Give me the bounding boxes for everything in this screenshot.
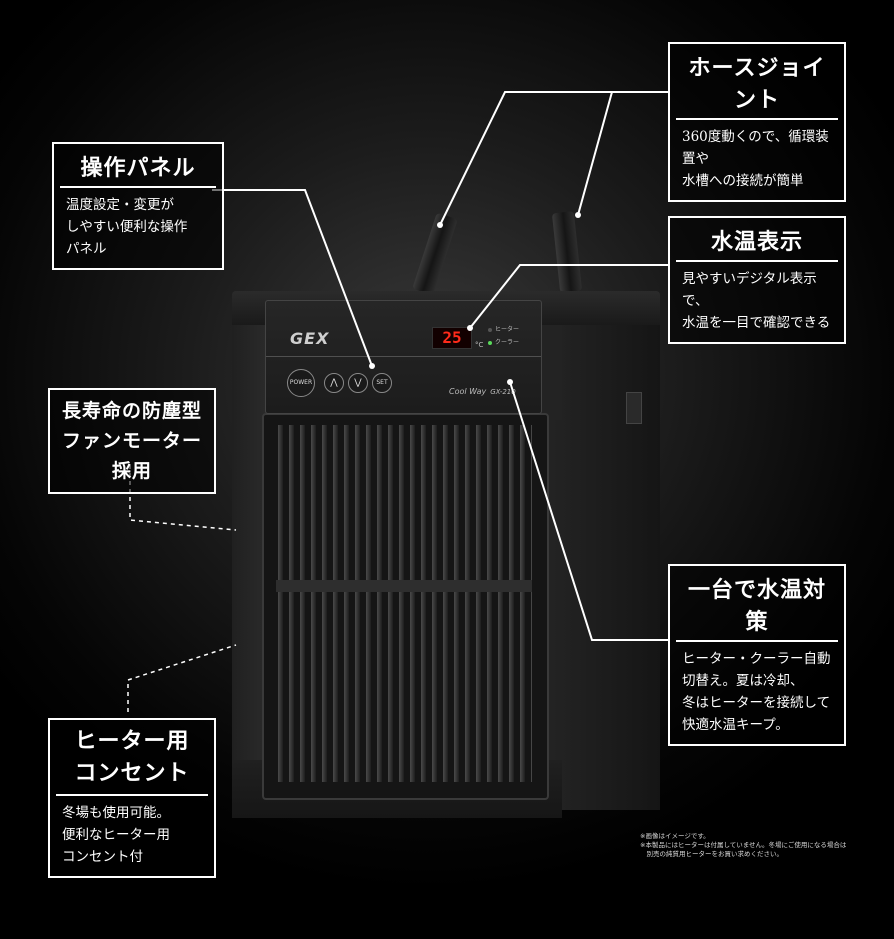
grille-slat	[289, 425, 294, 782]
model-number: GX-210	[490, 388, 516, 396]
grille-slat	[520, 425, 525, 782]
connector-all-in-one	[509, 381, 668, 641]
callout-heater-outlet-title: ヒーター用 コンセント	[56, 720, 208, 796]
grille-slat	[333, 425, 338, 782]
callout-fan-motor-title: 長寿命の防塵型 ファンモーター採用	[61, 400, 202, 482]
heater-outlet-socket	[626, 392, 642, 424]
grille-slat	[355, 425, 360, 782]
grille-slat	[377, 425, 382, 782]
grille-slat	[454, 425, 459, 782]
callout-hose-joint-desc: 360度動くので、循環装置や 水槽への接続が簡単	[682, 129, 829, 189]
heater-led-icon	[488, 327, 492, 332]
cooler-indicator-label: クーラー	[495, 339, 520, 346]
brand-logo: GEX	[290, 329, 330, 348]
dot-control-panel	[369, 363, 375, 369]
grille-slat	[487, 425, 492, 782]
grille-slat	[399, 425, 404, 782]
grille-crossbar	[276, 580, 532, 592]
callout-water-temp: 水温表示 見やすいデジタル表示で、 水温を一目で確認できる	[668, 216, 846, 344]
temperature-unit: °C	[475, 341, 484, 349]
grille-slat	[410, 425, 415, 782]
temp-down-button[interactable]: ⋁	[348, 373, 368, 393]
temp-up-button[interactable]: ⋀	[324, 373, 344, 393]
connector-heater-outlet	[127, 644, 237, 712]
callout-all-in-one-title: 一台で水温対策	[676, 566, 838, 642]
callout-water-temp-desc: 見やすいデジタル表示で、 水温を一目で確認できる	[682, 271, 831, 331]
grille-slat	[509, 425, 514, 782]
grille-slat	[421, 425, 426, 782]
callout-heater-outlet-desc: 冬場も使用可能。 便利なヒーター用 コンセント付	[62, 805, 170, 865]
heater-indicator-label: ヒーター	[495, 326, 520, 333]
grille-slat	[443, 425, 448, 782]
cooler-indicator: クーラー	[488, 337, 519, 346]
cooler-led-icon	[488, 340, 492, 345]
grille-slat	[498, 425, 503, 782]
dot-water-temp	[467, 325, 473, 331]
fan-grille	[276, 425, 532, 782]
footnote: ※画像はイメージです。 ※本製品にはヒーターは付属していません。冬場にご使用にな…	[640, 832, 847, 858]
temperature-display: 25	[432, 327, 472, 349]
connector-hose-left	[439, 91, 668, 226]
grille-slat	[531, 425, 532, 782]
callout-hose-joint: ホースジョイント 360度動くので、循環装置や 水槽への接続が簡単	[668, 42, 846, 202]
model-name: Cool Way	[449, 387, 487, 396]
grille-slat	[300, 425, 305, 782]
callout-all-in-one-desc: ヒーター・クーラー自動 切替え。夏は冷却、 冬はヒーターを接続して 快適水温キー…	[682, 651, 831, 733]
control-panel: GEX 25 °C ヒーター クーラー POWER ⋀ ⋁ SET Cool W…	[265, 300, 542, 414]
callout-hose-joint-title: ホースジョイント	[676, 44, 838, 120]
callout-control-panel: 操作パネル 温度設定・変更が しやすい便利な操作 パネル	[52, 142, 224, 270]
grille-slat	[465, 425, 470, 782]
dot-hose-right	[575, 212, 581, 218]
callout-heater-outlet: ヒーター用 コンセント 冬場も使用可能。 便利なヒーター用 コンセント付	[48, 718, 216, 878]
grille-slat	[476, 425, 481, 782]
callout-control-panel-desc: 温度設定・変更が しやすい便利な操作 パネル	[66, 197, 188, 257]
connector-control-panel	[212, 189, 373, 367]
callout-water-temp-title: 水温表示	[676, 218, 838, 262]
callout-all-in-one: 一台で水温対策 ヒーター・クーラー自動 切替え。夏は冷却、 冬はヒーターを接続し…	[668, 564, 846, 746]
connector-hose-right	[577, 91, 668, 216]
heater-indicator: ヒーター	[488, 324, 519, 333]
power-button[interactable]: POWER	[287, 369, 315, 397]
grille-slat	[311, 425, 316, 782]
grille-slat	[344, 425, 349, 782]
grille-slat	[432, 425, 437, 782]
grille-slat	[322, 425, 327, 782]
grille-slat	[388, 425, 393, 782]
grille-slat	[278, 425, 283, 782]
dot-hose-left	[437, 222, 443, 228]
set-button[interactable]: SET	[372, 373, 392, 393]
dot-all-in-one	[507, 379, 513, 385]
callout-fan-motor: 長寿命の防塵型 ファンモーター採用	[48, 388, 216, 494]
panel-divider	[266, 356, 541, 357]
callout-control-panel-title: 操作パネル	[60, 144, 216, 188]
connector-water-temp	[469, 264, 668, 329]
grille-slat	[366, 425, 371, 782]
